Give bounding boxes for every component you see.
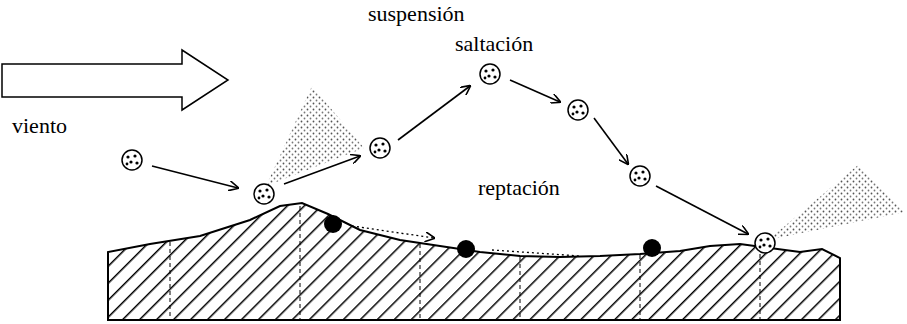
process-label: saltación: [455, 32, 533, 56]
suspension-plume: [768, 165, 905, 240]
ground: [108, 203, 840, 320]
creeping-grains: [324, 215, 661, 258]
wind-arrow: [2, 50, 228, 110]
saltation-arrows: [152, 80, 748, 234]
suspension-plume: [266, 86, 364, 186]
process-label: suspensión: [368, 2, 465, 26]
ground-divisions: [170, 206, 760, 320]
wind-label: viento: [12, 114, 67, 138]
process-label: reptación: [478, 176, 560, 200]
saltating-grains: [122, 64, 775, 253]
